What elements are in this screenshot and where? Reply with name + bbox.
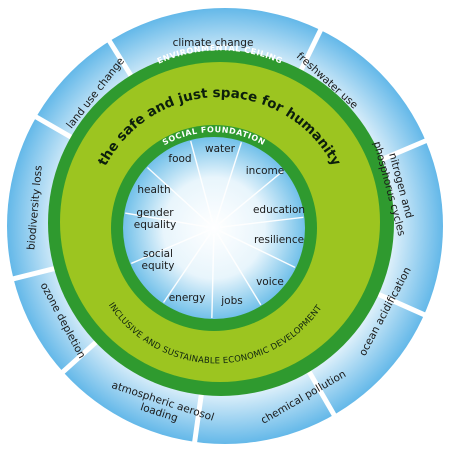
social-divider: [125, 212, 209, 228]
boundary-climate-change: climate change: [173, 37, 254, 49]
social-voice: voice: [256, 276, 284, 288]
social-divider: [216, 232, 262, 306]
social-income: income: [246, 165, 284, 177]
social-food: food: [168, 153, 191, 165]
social-dimension-labels: water income education resilience voice …: [134, 143, 305, 307]
social-dividers: [125, 140, 304, 318]
social-health: health: [137, 184, 170, 196]
social-divider: [190, 140, 214, 223]
social-divider: [219, 216, 304, 228]
social-education: education: [253, 204, 305, 216]
social-divider: [146, 166, 211, 225]
social-divider: [211, 233, 215, 318]
social-resilience: resilience: [254, 234, 304, 246]
social-shortfall-zone: [123, 137, 305, 319]
social-divider: [162, 232, 212, 303]
social-divider: [218, 170, 284, 225]
social-jobs: jobs: [220, 295, 242, 307]
social-divider: [130, 229, 209, 265]
social-divider: [219, 229, 296, 268]
social-energy: energy: [169, 292, 206, 304]
social-divider: [215, 142, 243, 223]
social-water: water: [205, 143, 236, 155]
